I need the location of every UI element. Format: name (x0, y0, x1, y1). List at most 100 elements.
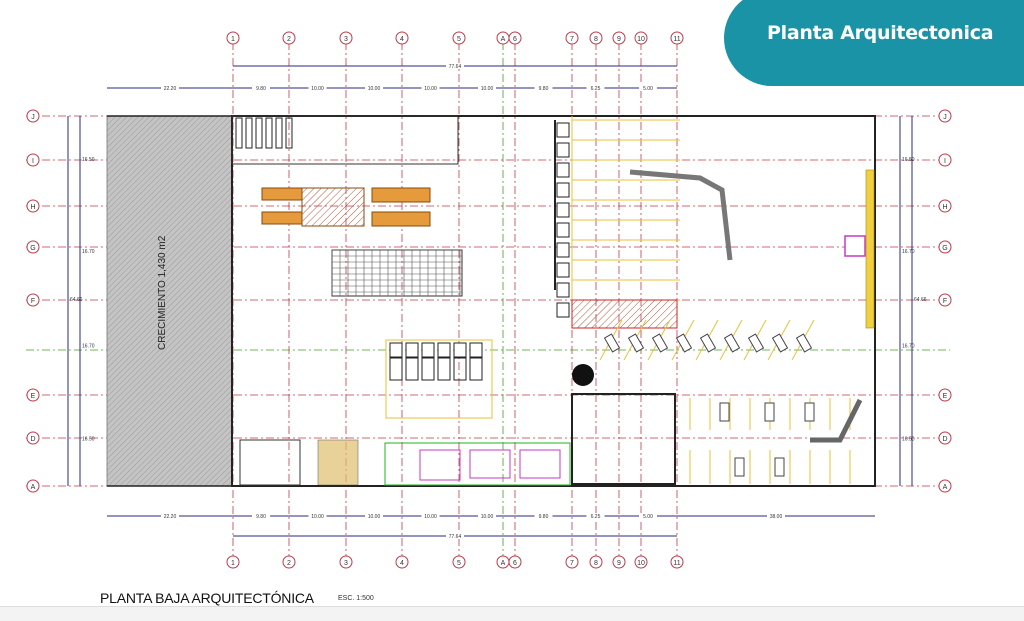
grid-bubble (226, 31, 240, 45)
dimension-label: 10.00 (311, 514, 324, 520)
dimension-label: 16.70 (902, 344, 915, 350)
grid-label: 8 (594, 560, 598, 567)
grid-label: 9 (617, 36, 621, 43)
grid-bubble (26, 293, 40, 307)
grid-label: 5 (457, 36, 461, 43)
grid-label: 1 (231, 36, 235, 43)
dimension-label: 16.50 (82, 157, 95, 163)
dimension-label: 5.00 (643, 86, 653, 92)
plan-title: PLANTA BAJA ARQUITECTÓNICA (100, 590, 314, 606)
grid-bubble (670, 31, 684, 45)
dimension-label: 77.64 (449, 534, 462, 540)
grid-label: J (943, 114, 947, 121)
grid-bubble (26, 109, 40, 123)
grid-label: G (942, 245, 947, 252)
grid-label: 5 (457, 560, 461, 567)
title-badge (724, 0, 1024, 86)
grid-label: F (943, 298, 947, 305)
grid-bubble (26, 153, 40, 167)
grid-label: A (31, 484, 36, 491)
guard-room (844, 235, 866, 257)
grid-bubble (938, 293, 952, 307)
dimension-label: 6.25 (591, 86, 601, 92)
grid-bubble (282, 31, 296, 45)
grid-bubble (938, 388, 952, 402)
grid-bubble (938, 109, 952, 123)
dimension-label: 22.20 (164, 86, 177, 92)
grid-bubble (938, 153, 952, 167)
dimension-label: 16.50 (902, 437, 915, 443)
dimension-label: 10.00 (424, 86, 437, 92)
grid-bubble (565, 555, 579, 569)
fence (865, 169, 875, 329)
crane-path (629, 169, 733, 261)
plan-scale: ESC. 1:500 (338, 595, 374, 602)
office-block (231, 115, 459, 165)
grid-label: 3 (344, 560, 348, 567)
dimension-label: 10.00 (481, 86, 494, 92)
dimension-label: 16.70 (82, 249, 95, 255)
dimension-lines: 22.20 9.80 10.00 10.00 10.00 10.00 9.80 6.25 5.0… (67, 63, 927, 540)
dimension-label: 9.80 (539, 86, 549, 92)
storage-racks (261, 187, 463, 297)
grid-bubble (565, 31, 579, 45)
grid-label: 7 (570, 36, 574, 43)
dimension-label: 10.00 (368, 514, 381, 520)
grid-label: A (943, 484, 948, 491)
grid-label: 10 (637, 36, 645, 43)
grid-bubble (670, 555, 684, 569)
dimension-label: 10.00 (311, 86, 324, 92)
grid-label: 2 (287, 560, 291, 567)
page-title: Planta Arquitectonica (767, 22, 994, 44)
dimension-label: 6.25 (591, 514, 601, 520)
grid-bubble (508, 555, 522, 569)
grid-label: 6 (513, 36, 517, 43)
grid-bubble (938, 199, 952, 213)
loading-docks (385, 339, 493, 419)
grid-bubble (26, 199, 40, 213)
grid-bubble (26, 431, 40, 445)
grid-label: 4 (400, 36, 404, 43)
grid-bubble (938, 479, 952, 493)
grid-label: 8 (594, 36, 598, 43)
grid-label: 11 (673, 560, 680, 567)
grid-bubble (26, 479, 40, 493)
grid-bubble (612, 555, 626, 569)
grid-bubble (226, 555, 240, 569)
grid-label: G (30, 245, 35, 252)
dimension-label: 22.20 (164, 514, 177, 520)
grid-label: 11 (673, 36, 680, 43)
grid-bubble (452, 31, 466, 45)
grid-bubble (589, 31, 603, 45)
dimension-label: 9.80 (256, 86, 266, 92)
dimension-label: 16.50 (82, 437, 95, 443)
rack-grid (331, 249, 462, 296)
dimension-label: 10.00 (481, 514, 494, 520)
grid-bubble (634, 31, 648, 45)
bottom-bar (0, 606, 1024, 621)
dimension-label: 16.70 (82, 344, 95, 350)
building-outline (231, 115, 876, 487)
dimension-label: 64.66 (70, 297, 83, 303)
dimension-label: 10.00 (368, 86, 381, 92)
grid-label: F (31, 298, 35, 305)
dimension-label: 38.00 (770, 514, 783, 520)
dimension-label: 64.66 (914, 297, 927, 303)
growth-area-label: CRECIMIENTO 1,430 m2 (157, 235, 168, 350)
grid-bubble (612, 31, 626, 45)
grid-label: 2 (287, 36, 291, 43)
service-block (571, 393, 676, 485)
dimension-label: 16.70 (902, 249, 915, 255)
grid-bubble (395, 31, 409, 45)
grid-label: I (32, 158, 34, 165)
grid-label: H (942, 204, 947, 211)
grid-label: J (31, 114, 35, 121)
trucks (389, 342, 483, 381)
dimension-label: 5.00 (643, 514, 653, 520)
grid-bubble (339, 31, 353, 45)
grid-label: 9 (617, 560, 621, 567)
stairs (571, 299, 678, 329)
grid-bubble (339, 555, 353, 569)
grid-label: E (943, 393, 948, 400)
growth-area (106, 115, 233, 487)
